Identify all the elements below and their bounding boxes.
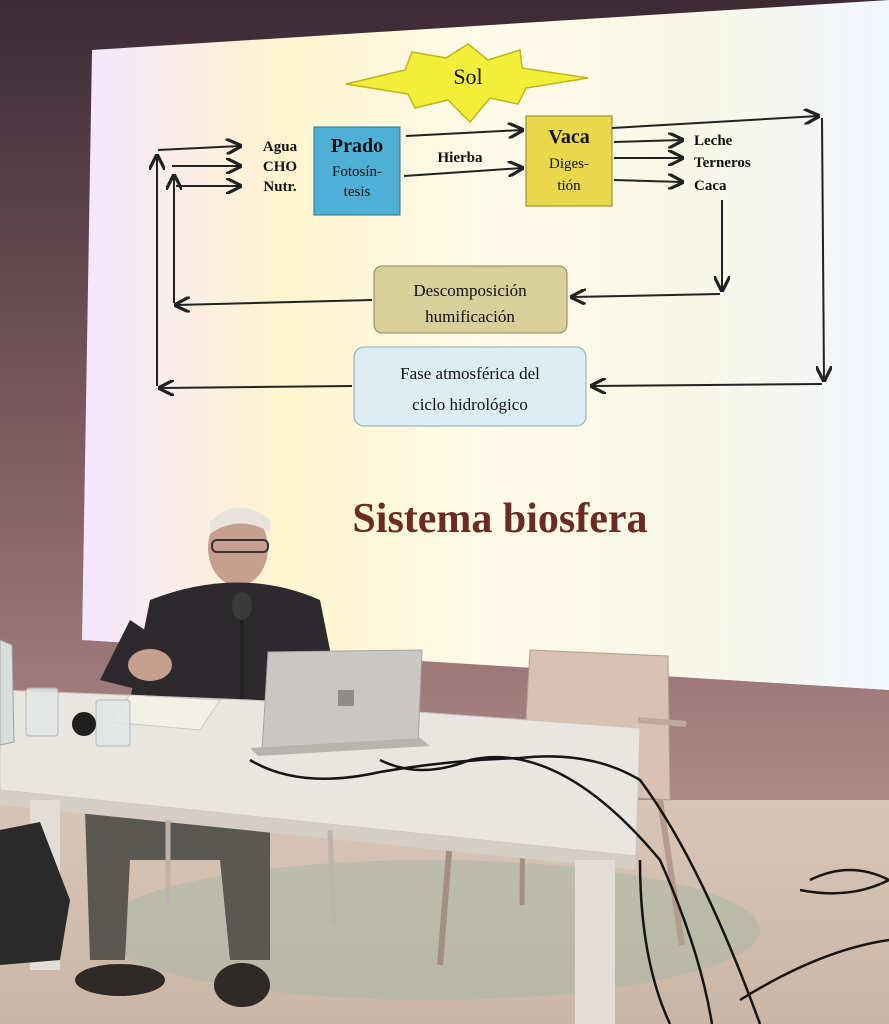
input-cho: CHO [263,159,297,175]
decomp-line2: humificación [425,307,515,326]
speaker-hair [210,507,270,534]
input-nutr: Nutr. [263,179,296,195]
input-agua: Agua [263,139,298,155]
output-terneros: Terneros [694,155,751,171]
diagram-arrows [157,116,824,388]
arrow-icon [572,294,721,297]
slide-title: Sistema biosfera [352,496,647,542]
water-glasses [0,639,131,747]
logo-icon [338,690,354,706]
hierba-label: Hierba [438,150,483,166]
vaca-box [525,115,613,207]
prado-sub2: tesis [344,184,371,200]
vaca-sub1: Diges- [549,156,589,172]
arrow-icon [592,384,823,386]
speaker-legs [85,810,270,960]
vaca-sub2: tión [557,178,581,194]
arrow-icon [611,116,818,129]
cables [249,755,889,1024]
projection-screen [82,0,889,690]
shoe-left [75,964,165,996]
decomp-line1: Descomposición [413,281,527,300]
output-caca: Caca [694,178,727,194]
glasses-icon [211,539,269,553]
arrow-icon [822,117,824,380]
floor-shadow [100,860,760,1000]
arrow-icon [613,140,682,142]
arrow-icon [176,300,373,305]
laptop [250,649,430,756]
arrow-icon [405,130,522,136]
arrow-icon [157,146,240,150]
water-bottle [0,639,15,746]
shoe-right [214,963,270,1007]
speaker-hand [128,649,172,681]
arrow-icon [160,386,353,388]
vaca-title: Vaca [548,126,589,148]
fase-line2: ciclo hidrológico [412,395,528,414]
prado-sub1: Fotosín- [332,164,382,180]
arrow-icon [613,180,682,182]
arrow-icon [403,168,522,177]
decomposition-box [373,265,568,334]
prado-box [313,126,401,216]
headset [72,712,96,736]
atmospheric-box [353,346,587,427]
sun-shape [345,43,589,124]
speaker-head [208,510,268,586]
sun-label: Sol [453,64,482,89]
prado-title: Prado [331,135,383,157]
output-leche: Leche [694,133,733,149]
fase-line1: Fase atmosférica del [400,364,540,383]
backpack [0,822,70,965]
table [0,689,641,1024]
